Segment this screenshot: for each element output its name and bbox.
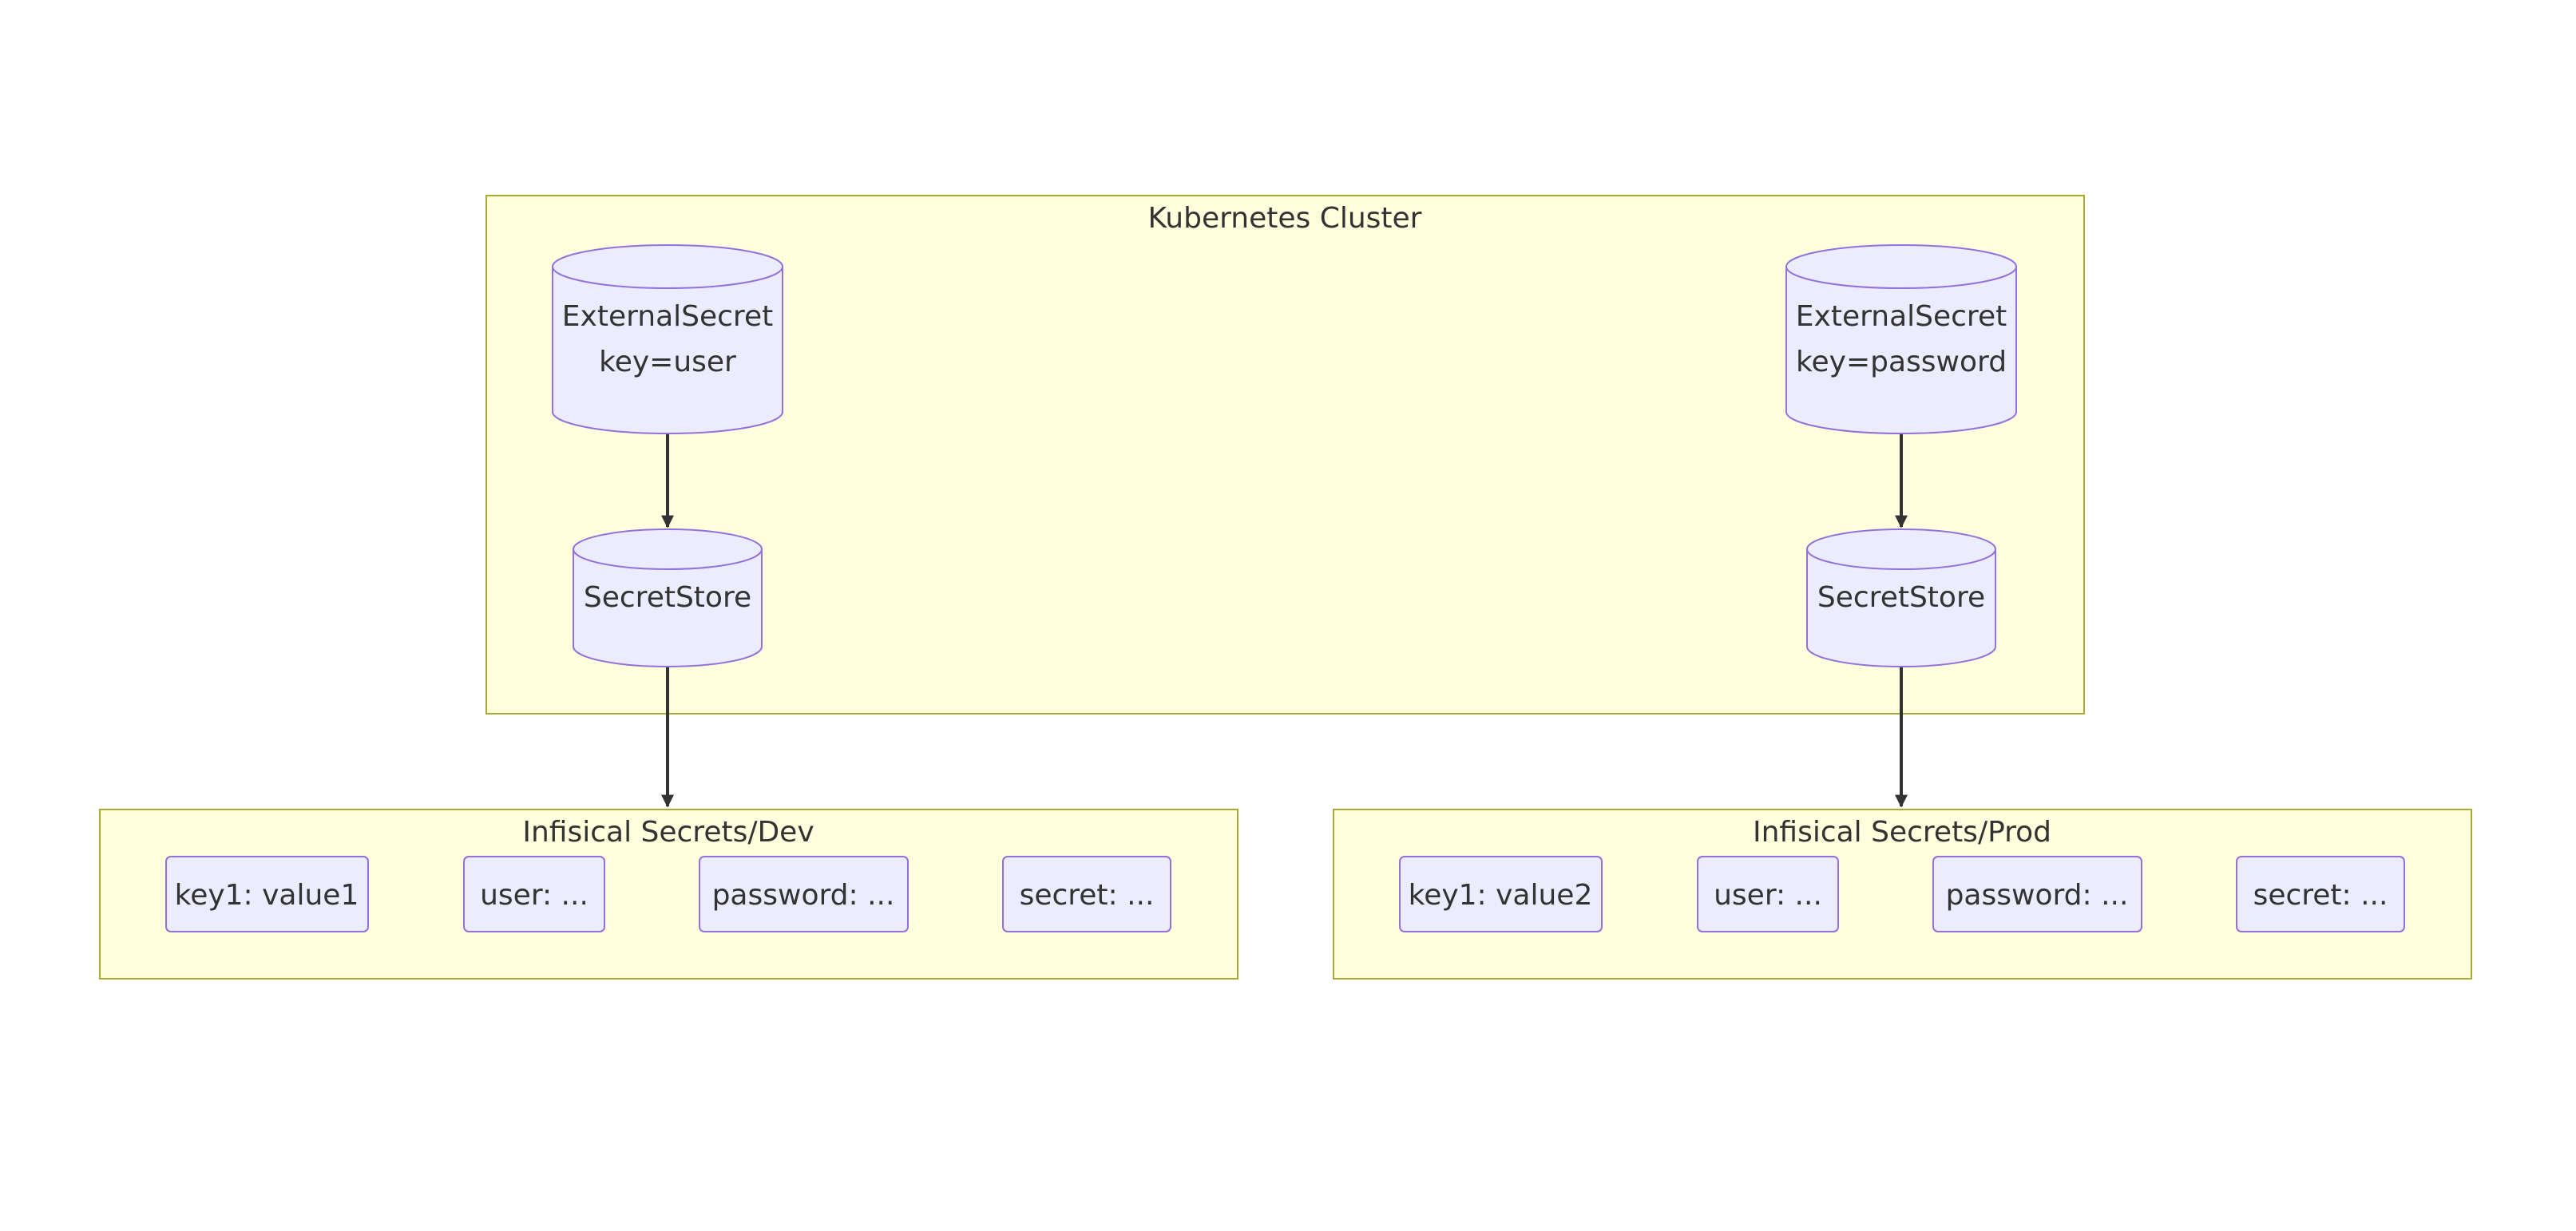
- dev-item: secret: ...: [1002, 856, 1171, 932]
- prod-item: password: ...: [1932, 856, 2142, 932]
- cylinder-top: [1785, 244, 2017, 289]
- dev-item-box: [1002, 856, 1171, 932]
- kubernetes-cluster-label: Kubernetes Cluster: [1147, 202, 1421, 235]
- prod-item-box: [1697, 856, 1839, 932]
- dev-item-label: secret: ...: [1020, 879, 1155, 912]
- prod-item: secret: ...: [2236, 856, 2405, 932]
- prod-item-label: password: ...: [1946, 879, 2129, 912]
- external-secret-password-title: ExternalSecret: [1796, 300, 2007, 333]
- dev-item-box: [165, 856, 369, 932]
- secret-store-left-node: SecretStore: [573, 528, 763, 667]
- cylinder-body: [1785, 267, 2017, 434]
- cylinder-top: [1806, 528, 1996, 570]
- prod-item-box: [1399, 856, 1603, 932]
- secret-store-right-label: SecretStore: [1817, 581, 1985, 614]
- prod-item-label: user: ...: [1714, 879, 1822, 912]
- dev-item-label: key1: value1: [175, 879, 359, 912]
- prod-item: user: ...: [1697, 856, 1839, 932]
- external-secret-user-key: key=user: [599, 346, 736, 378]
- prod-cluster-label: Infisical Secrets/Prod: [1753, 816, 2051, 849]
- dev-item-label: password: ...: [712, 879, 895, 912]
- prod-items: key1: value2 user: ... password: ... sec…: [1399, 856, 2405, 932]
- dev-item-label: user: ...: [480, 879, 589, 912]
- dev-item: user: ...: [463, 856, 605, 932]
- external-secret-user-node: ExternalSecret key=user: [552, 244, 783, 434]
- cylinder-body: [552, 267, 783, 434]
- dev-item: key1: value1: [165, 856, 369, 932]
- dev-item-box: [699, 856, 909, 932]
- cylinder-top: [573, 528, 763, 570]
- dev-item: password: ...: [699, 856, 909, 932]
- external-secret-password-node: ExternalSecret key=password: [1785, 244, 2017, 434]
- cylinder-body: [573, 549, 763, 667]
- cylinder-body: [1806, 549, 1996, 667]
- prod-item: key1: value2: [1399, 856, 1603, 932]
- dev-cluster-label: Infisical Secrets/Dev: [522, 816, 814, 849]
- prod-item-label: secret: ...: [2253, 879, 2388, 912]
- external-secret-password-key: key=password: [1796, 346, 2007, 378]
- cylinder-top: [552, 244, 783, 289]
- secret-store-left-label: SecretStore: [584, 581, 751, 614]
- prod-item-label: key1: value2: [1409, 879, 1593, 912]
- prod-item-box: [2236, 856, 2405, 932]
- dev-items: key1: value1 user: ... password: ... sec…: [165, 856, 1171, 932]
- dev-item-box: [463, 856, 605, 932]
- prod-item-box: [1932, 856, 2142, 932]
- edges: [661, 433, 1908, 808]
- external-secret-user-title: ExternalSecret: [562, 300, 773, 333]
- secret-store-right-node: SecretStore: [1806, 528, 1996, 667]
